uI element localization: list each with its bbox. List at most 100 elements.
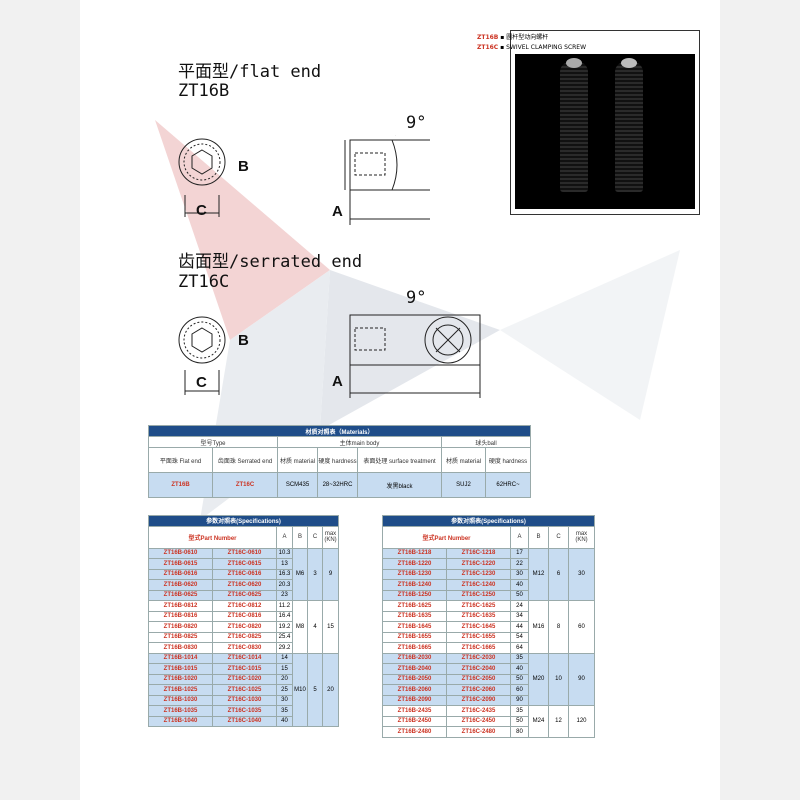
part-number-b: ZT16B-0825 [148,631,213,643]
value-a: 10.3 [276,547,293,559]
group-c: 10 [548,652,569,706]
serrated-end-model: ZT16C [178,272,230,292]
part-number-b: ZT16B-2050 [382,673,447,685]
part-number-b: ZT16B-1035 [148,705,213,717]
mat-val: 62HRC~ [485,472,531,498]
part-number-b: ZT16B-2435 [382,705,447,717]
part-number-b: ZT16B-1025 [148,684,213,696]
part-number-b: ZT16B-1665 [382,642,447,654]
mat-col: 平面珠 Flat end [148,447,213,473]
header-max: max (KN) [321,525,340,549]
group-b: M12 [528,547,549,601]
part-number-c: ZT16C-1030 [212,694,277,706]
part-number-b: ZT16B-2060 [382,684,447,696]
group-c: 5 [307,652,323,727]
value-a: 24 [510,600,529,612]
part-number-c: ZT16C-1025 [212,684,277,696]
serrated-end-drawing [178,314,481,398]
specs-title: 参数对照表(Specifications) [381,515,596,527]
part-number-c: ZT16C-1015 [212,663,277,675]
flat-dim-angle: 9° [406,113,427,133]
part-number-c: ZT16C-1220 [446,558,511,570]
part-number-b: ZT16B-1635 [382,610,447,622]
part-number-c: ZT16C-1645 [446,621,511,633]
value-a: 30 [276,694,293,706]
value-a: 50 [510,673,529,685]
group-c: 4 [307,600,323,654]
value-a: 23 [276,589,293,601]
part-number-c: ZT16C-2040 [446,663,511,675]
part-number-c: ZT16C-2435 [446,705,511,717]
mat-col: 材质 material [277,447,318,473]
header-c: C [307,525,323,549]
serr-dim-angle: 9° [406,288,427,308]
part-number-c: ZT16C-1635 [446,610,511,622]
part-number-c: ZT16C-0812 [212,600,277,612]
materials-title: 材质对照表（Materials） [148,425,531,437]
product-photo-box: ZT16B ▪ 圆杆型动向螺杆 ZT16C ▪ SWIVEL CLAMPING … [477,30,700,215]
mat-head-type: 型号Type [148,436,278,448]
part-number-b: ZT16B-1240 [382,579,447,591]
mat-val: SUJ2 [441,472,486,498]
mat-val: ZT16B [148,472,213,498]
value-a: 20 [276,673,293,685]
part-number-c: ZT16C-0620 [212,579,277,591]
serrated-end-title: 齿面型/serrated end [178,252,363,272]
flat-dim-c: C [196,202,207,219]
header-b: B [528,525,549,549]
part-number-c: ZT16C-2060 [446,684,511,696]
part-number-c: ZT16C-0830 [212,642,277,654]
value-a: 35 [276,705,293,717]
group-m: 60 [567,600,596,654]
header-c: C [548,525,569,549]
group-m: 120 [567,705,596,738]
group-m: 9 [321,547,340,601]
part-number-b: ZT16B-0610 [148,547,213,559]
value-a: 25 [276,684,293,696]
group-m: 90 [567,652,596,706]
value-a: 29.2 [276,642,293,654]
group-m: 15 [321,600,340,654]
part-number-b: ZT16B-0820 [148,621,213,633]
part-number-c: ZT16C-0615 [212,558,277,570]
part-number-b: ZT16B-2030 [382,652,447,664]
value-a: 17 [510,547,529,559]
flat-end-title: 平面型/flat end [178,62,322,82]
part-number-b: ZT16B-0812 [148,600,213,612]
part-number-b: ZT16B-1655 [382,631,447,643]
value-a: 34 [510,610,529,622]
part-number-c: ZT16C-1250 [446,589,511,601]
flat-end-drawing [178,138,430,225]
serr-dim-c: C [196,374,207,391]
group-m: 20 [321,652,340,727]
product-photo [515,54,695,209]
group-b: M20 [528,652,549,706]
part-number-c: ZT16C-0820 [212,621,277,633]
part-number-c: ZT16C-1035 [212,705,277,717]
header-a: A [276,525,293,549]
value-a: 64 [510,642,529,654]
part-number-c: ZT16C-1665 [446,642,511,654]
serr-dim-a: A [332,373,343,390]
value-a: 22 [510,558,529,570]
part-number-b: ZT16B-1020 [148,673,213,685]
part-number-c: ZT16C-2050 [446,673,511,685]
mat-col: 硬度 hardness [317,447,358,473]
value-a: 30 [510,568,529,580]
part-number-c: ZT16C-0825 [212,631,277,643]
value-a: 16.3 [276,568,293,580]
part-number-c: ZT16C-1020 [212,673,277,685]
group-b: M8 [292,600,308,654]
photo-caption-1: ZT16B ▪ 圆杆型动向螺杆 [477,34,549,41]
